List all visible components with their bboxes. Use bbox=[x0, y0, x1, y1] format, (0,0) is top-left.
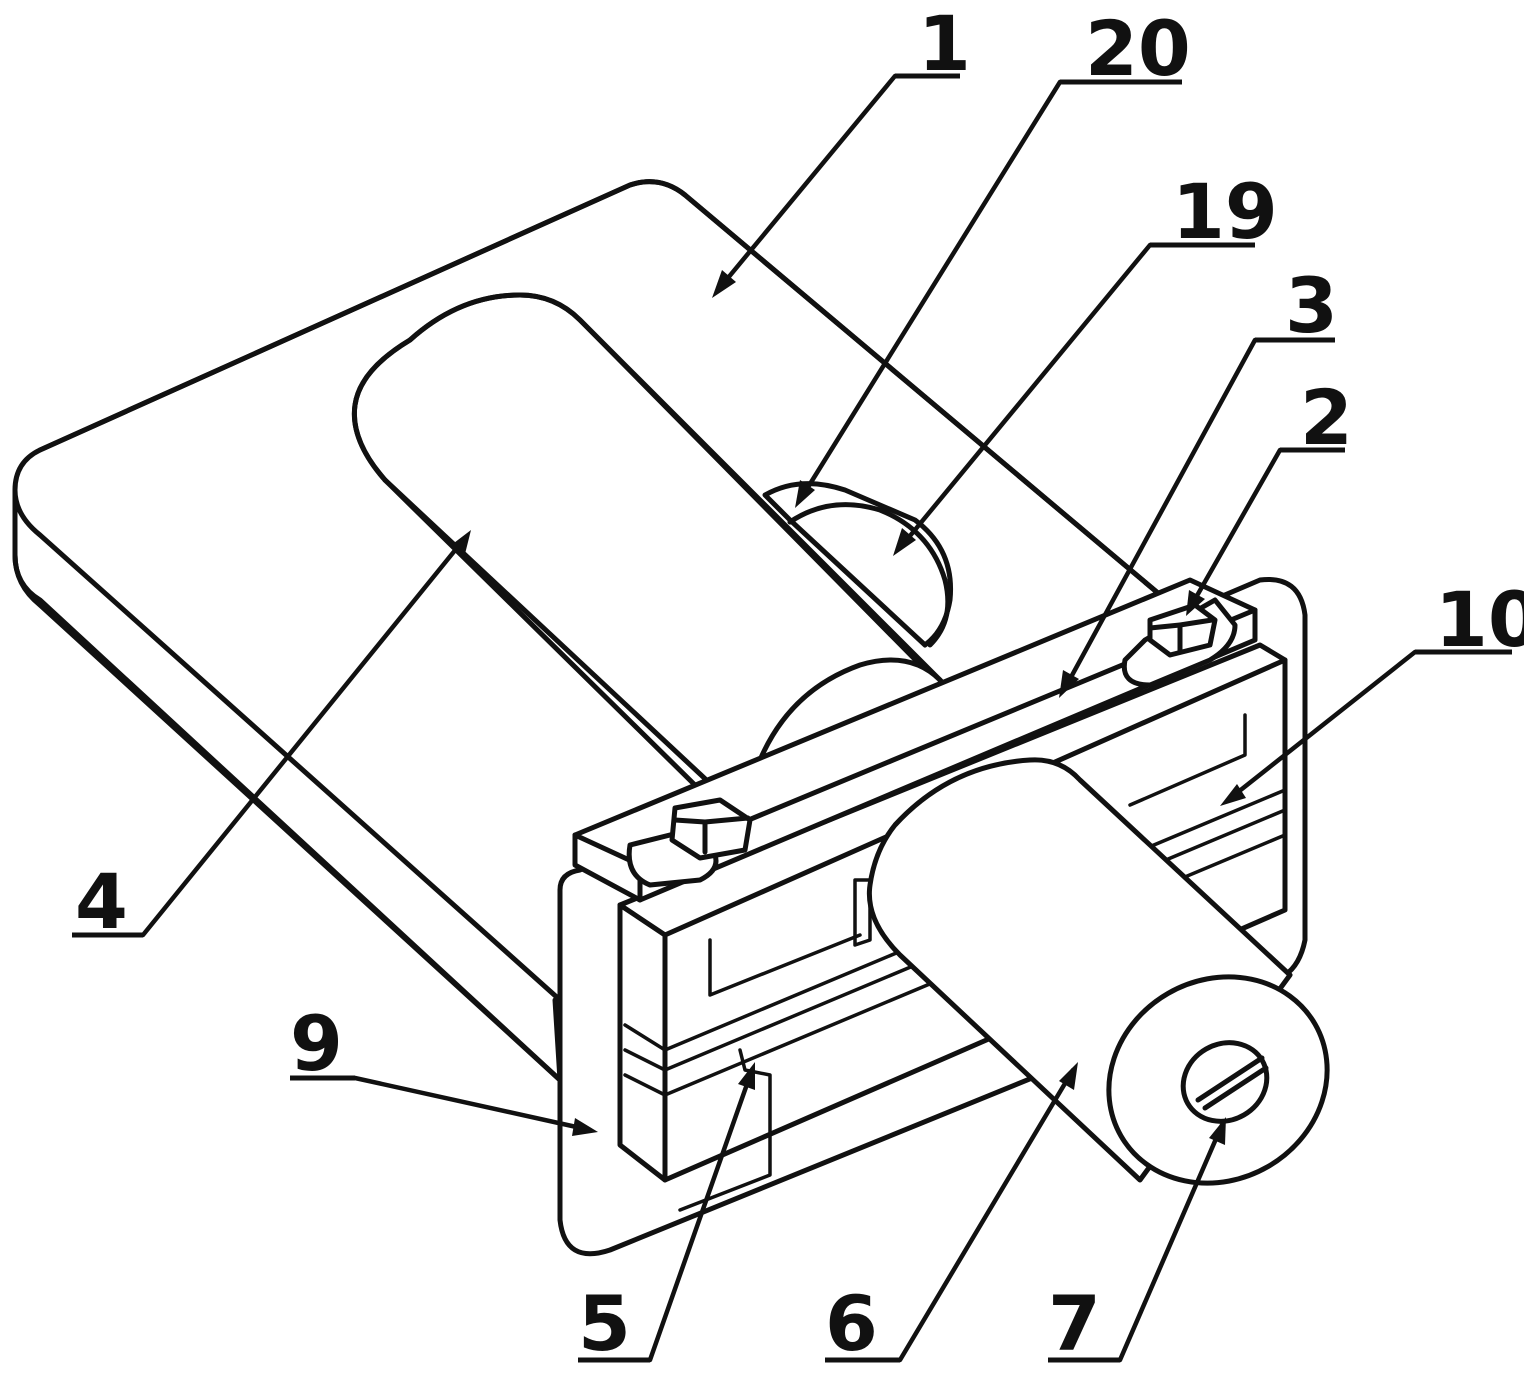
label-20-text: 20 bbox=[1085, 4, 1191, 93]
label-9: 9 bbox=[290, 999, 355, 1088]
label-10-text: 10 bbox=[1435, 575, 1524, 664]
label-4: 4 bbox=[72, 857, 143, 946]
label-7: 7 bbox=[1048, 1279, 1120, 1368]
label-4-text: 4 bbox=[75, 857, 128, 946]
label-3: 3 bbox=[1255, 261, 1338, 350]
label-20: 20 bbox=[1060, 4, 1191, 93]
label-19: 19 bbox=[1150, 167, 1278, 256]
label-2-text: 2 bbox=[1300, 373, 1353, 462]
label-9-text: 9 bbox=[290, 999, 343, 1088]
label-6: 6 bbox=[825, 1279, 900, 1368]
label-6-text: 6 bbox=[825, 1279, 878, 1368]
label-2: 2 bbox=[1280, 373, 1353, 462]
label-5: 5 bbox=[578, 1279, 650, 1368]
label-7-text: 7 bbox=[1048, 1279, 1101, 1368]
leader-lines bbox=[140, 73, 1418, 1363]
label-3-text: 3 bbox=[1285, 261, 1338, 350]
label-1: 1 bbox=[895, 0, 971, 88]
front-roller bbox=[866, 757, 1330, 1186]
label-5-text: 5 bbox=[578, 1279, 631, 1368]
bolt-left bbox=[626, 797, 753, 888]
label-19-text: 19 bbox=[1172, 167, 1278, 256]
label-10: 10 bbox=[1415, 575, 1524, 664]
bolt-right bbox=[1121, 597, 1238, 688]
label-1-text: 1 bbox=[918, 0, 971, 88]
